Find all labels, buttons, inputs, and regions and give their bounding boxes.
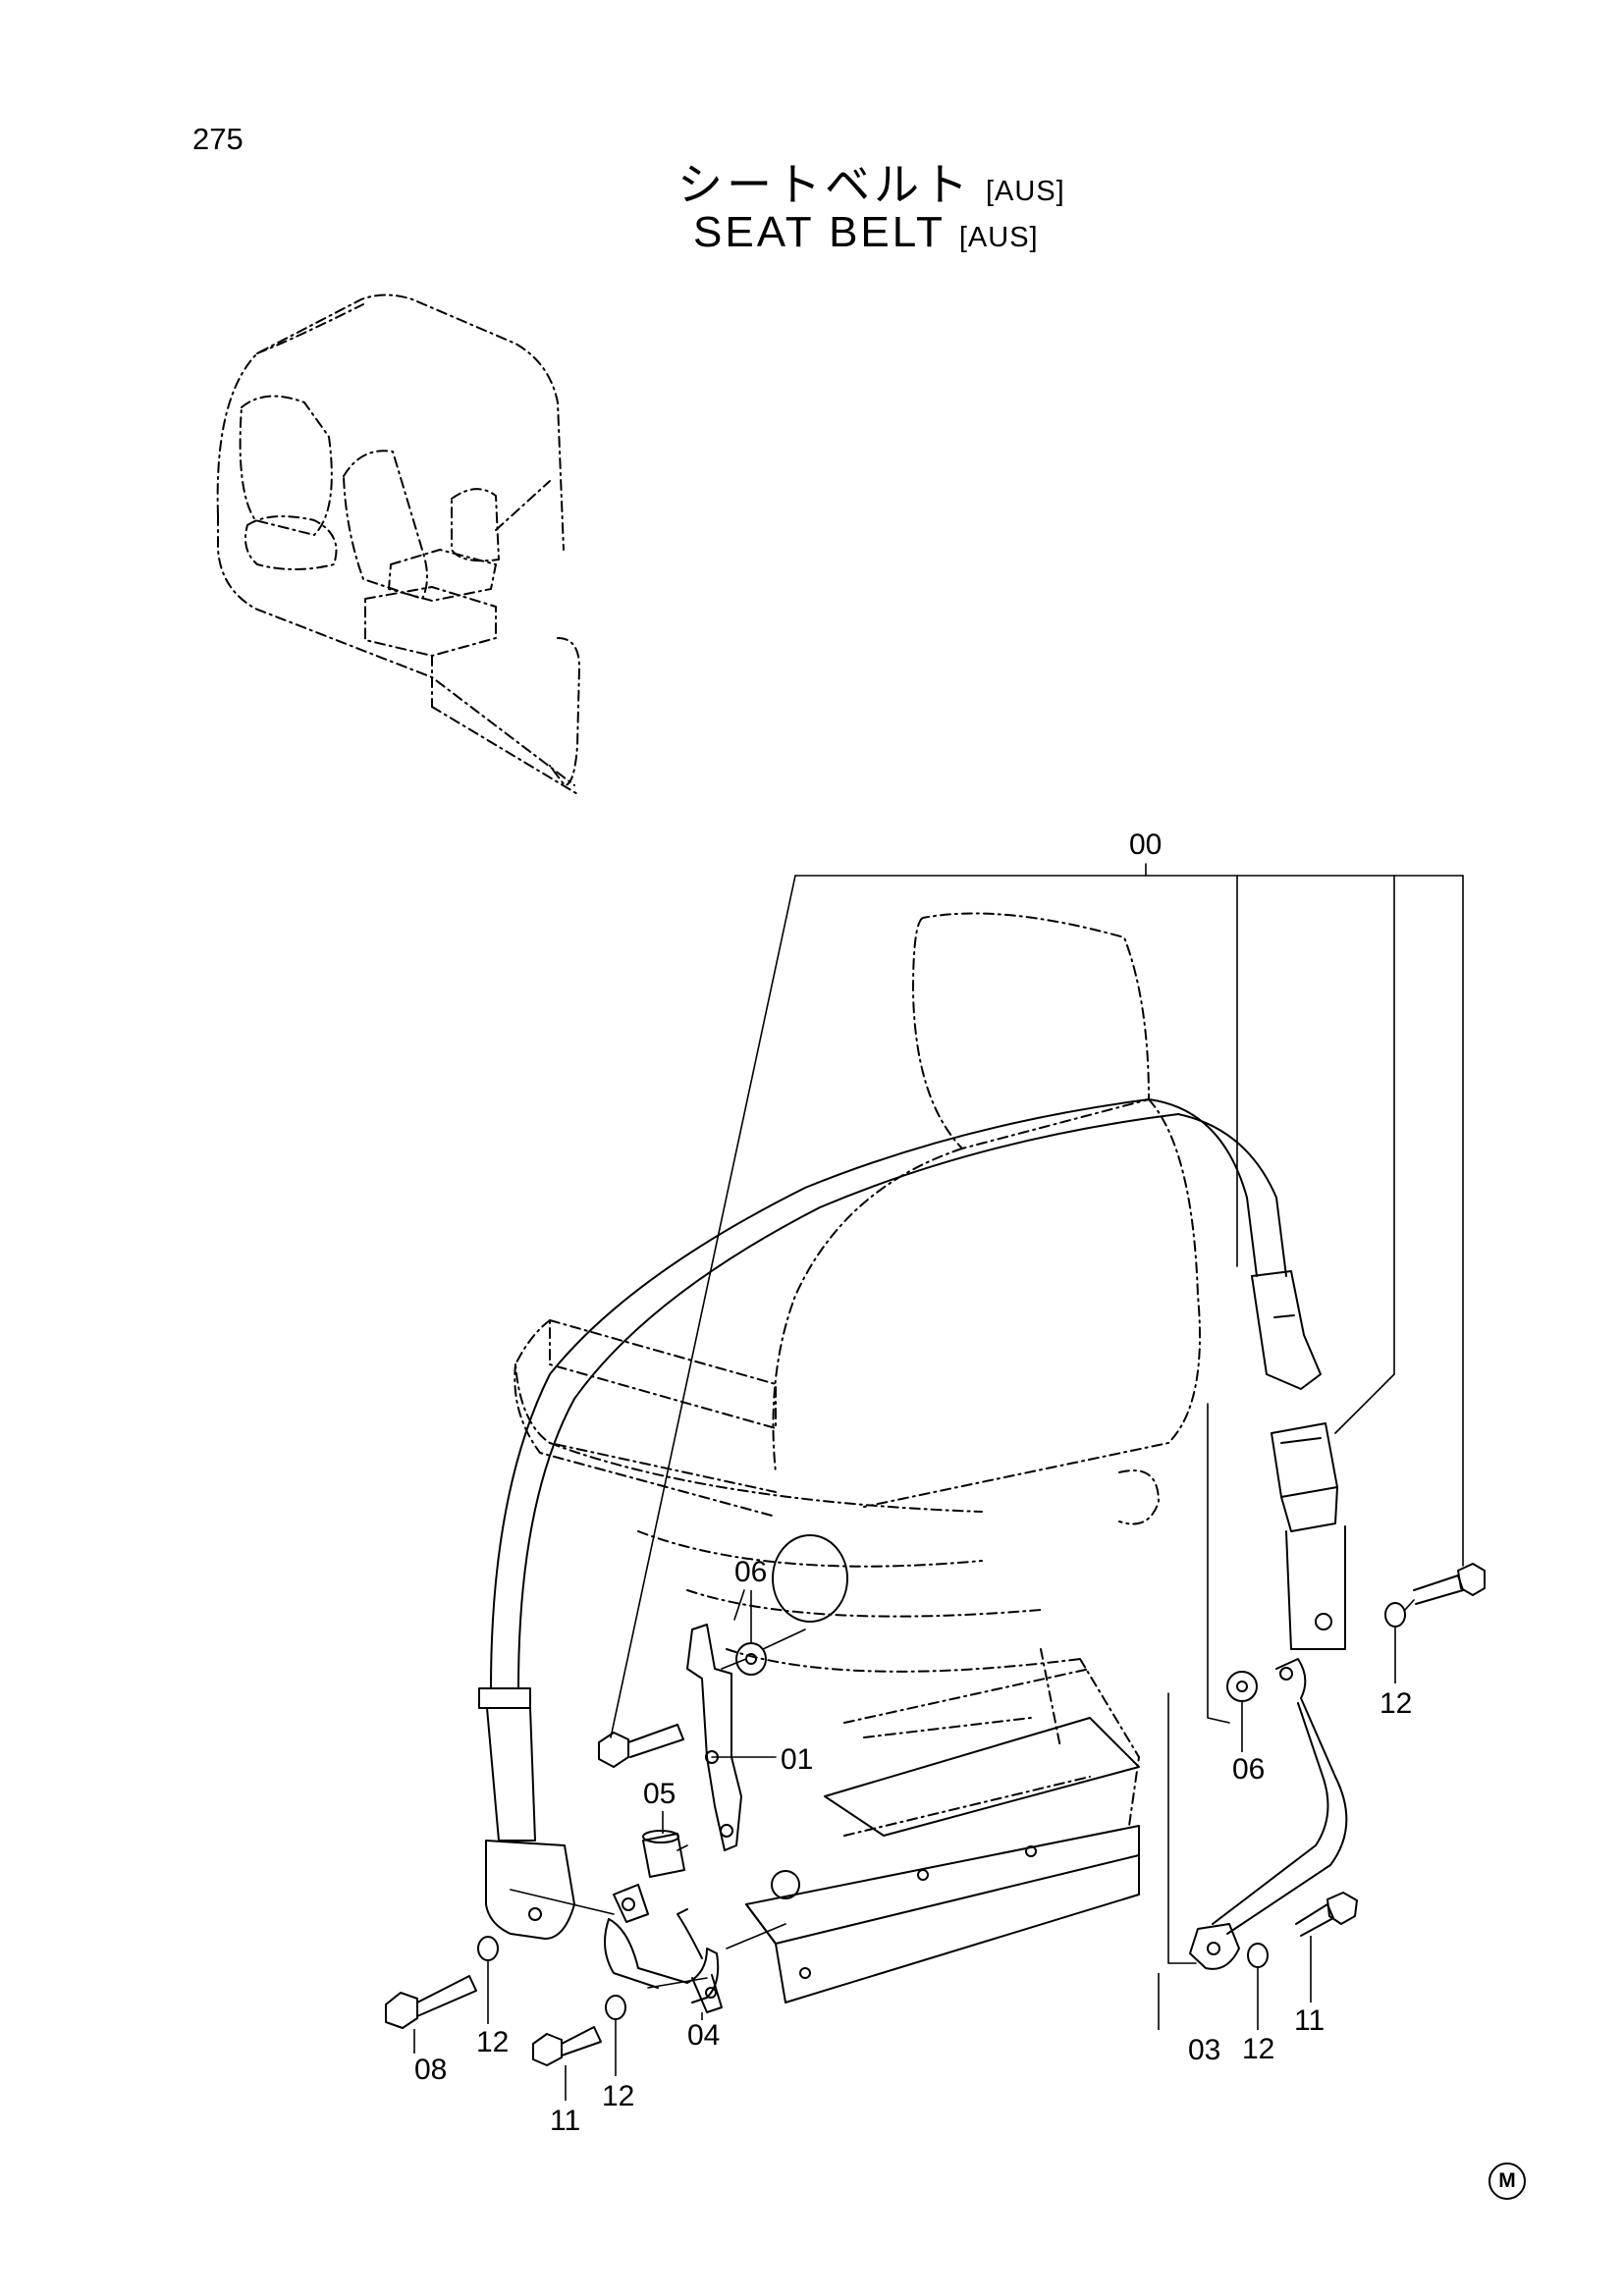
callout-05: 05: [643, 1778, 676, 1810]
bracket-part-04: [604, 1884, 723, 2013]
callout-03: 03: [1188, 2034, 1220, 2066]
callout-01: 01: [781, 1743, 813, 1776]
callout-06-left: 06: [734, 1556, 767, 1588]
armrest-knob: [772, 1534, 848, 1623]
callout-11-left: 11: [550, 2105, 580, 2137]
belt-strap-long: [490, 1098, 1287, 1689]
bolt-12-right: [1413, 1563, 1486, 1605]
washer-12-d: [1384, 1602, 1406, 1628]
belt-tongue-right: [1251, 1270, 1322, 1390]
bolt-left-upper: [598, 1724, 684, 1768]
seat-base-bracket: [745, 1717, 1140, 2003]
seat-outline: [514, 912, 1201, 1837]
washer-12-a: [477, 1936, 499, 1961]
buckle: [1271, 1422, 1346, 1650]
m-marker-icon: M: [1488, 2163, 1526, 2200]
region-tag-english: [AUS]: [958, 222, 1039, 253]
washer-12-c: [1247, 1943, 1269, 1968]
title-japanese: シートベルト [AUS]: [677, 149, 1065, 214]
title-english: SEAT BELT [AUS]: [693, 208, 1039, 257]
cab-inset-illustration: [216, 294, 580, 796]
callout-04: 04: [687, 2019, 720, 2052]
region-tag-japanese: [AUS]: [986, 176, 1065, 207]
title-japanese-text: シートベルト: [677, 159, 972, 210]
washer-12-b: [605, 1995, 626, 2020]
callout-12-b: 12: [602, 2080, 634, 2112]
callout-00: 00: [1129, 828, 1162, 861]
callout-06-right: 06: [1232, 1753, 1265, 1786]
bolt-11-left: [532, 2026, 602, 2066]
spacer-part-05: [642, 1830, 685, 1878]
bolt-08: [385, 1975, 477, 2029]
callout-11-right: 11: [1294, 2004, 1325, 2037]
callout-08: 08: [414, 2054, 447, 2086]
anchor-strap-short: [1189, 1658, 1348, 1970]
callout-12-c: 12: [1242, 2033, 1274, 2065]
callout-12-d: 12: [1380, 1687, 1412, 1720]
page-number: 275: [192, 122, 243, 156]
callout-labels: 00 01 03 04 05 06 06 08 11 11 12 12 12 1…: [414, 828, 1412, 2137]
washer-06-right: [1226, 1671, 1258, 1702]
bracket-part-01: [686, 1624, 742, 1851]
leader-lines: [510, 863, 1464, 1989]
retractor-left: [478, 1687, 575, 1940]
callout-12-a: 12: [476, 2026, 509, 2058]
bolt-11-right: [1295, 1892, 1358, 1937]
title-english-text: SEAT BELT: [693, 208, 946, 256]
